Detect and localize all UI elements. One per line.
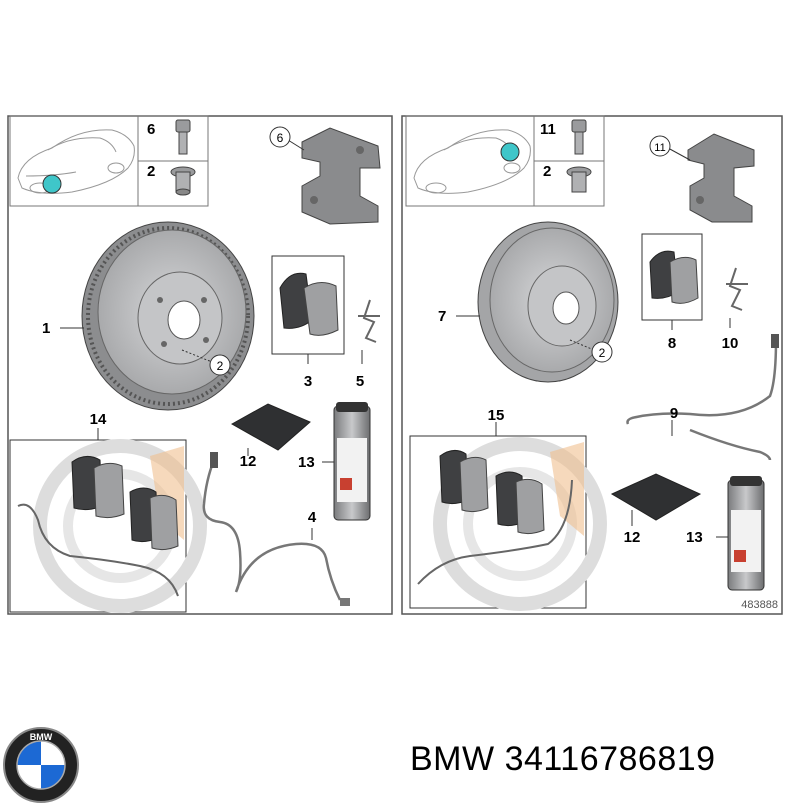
callout-bolt: 11 (540, 121, 556, 138)
svg-text:BMW: BMW (30, 732, 53, 742)
caliper-carrier: 11 (649, 133, 755, 223)
brake-pads: 3 (271, 255, 345, 390)
callout-caliper: 6 (277, 131, 284, 145)
callout-disc: 7 (438, 308, 446, 325)
cleaning-cloth: 12 (610, 473, 702, 546)
callout-spray: 13 (686, 529, 703, 546)
brand-name: BMW (410, 740, 495, 778)
car-icon (17, 129, 135, 194)
callout-pads: 8 (668, 335, 676, 352)
wear-sensor: 9 (626, 334, 779, 461)
callout-kit: 14 (90, 411, 107, 428)
spring-clip: 5 (356, 299, 380, 390)
callout-screw: 2 (147, 163, 155, 180)
spray-can: 13 (298, 402, 371, 521)
spray-can: 13 (686, 476, 765, 591)
brake-pads: 8 (641, 233, 703, 352)
callout-sensor: 9 (670, 405, 678, 422)
caliper-carrier: 6 (269, 126, 381, 225)
callout-cloth: 12 (240, 453, 257, 470)
wear-sensor: 4 (202, 452, 350, 606)
callout-disc-screw: 2 (217, 359, 224, 373)
parts-diagram: 6 2 6 (7, 115, 783, 615)
pad-kit: 14 (9, 411, 207, 613)
callout-cloth: 12 (624, 529, 641, 546)
callout-disc-screw: 2 (599, 346, 606, 360)
callout-pads: 3 (304, 373, 312, 390)
part-number: 34116786819 (504, 740, 716, 778)
location-marker-icon (42, 174, 62, 194)
callout-spring: 5 (356, 373, 364, 390)
callout-bolt: 6 (147, 121, 155, 138)
callout-kit: 15 (488, 407, 505, 424)
pad-kit: 15 (409, 407, 607, 611)
left-inset: 6 2 (9, 115, 209, 207)
brake-disc: 1 2 (42, 221, 255, 411)
bmw-logo: BMW (3, 727, 79, 803)
diagram-number: 483888 (741, 599, 778, 611)
callout-disc: 1 (42, 320, 50, 337)
brake-disc: 7 2 (438, 221, 619, 383)
callout-sensor: 4 (308, 509, 317, 526)
screw-icon (170, 166, 196, 196)
right-inset: 11 2 (405, 115, 605, 207)
callout-spring: 10 (722, 335, 739, 352)
car-icon (413, 129, 531, 194)
cleaning-cloth: 12 (230, 403, 311, 470)
callout-caliper: 11 (654, 142, 665, 154)
screw-icon (566, 166, 592, 193)
bolt-icon (175, 119, 191, 155)
spring-clip: 10 (722, 267, 748, 352)
location-marker-icon (500, 142, 520, 162)
right-panel: 11 2 11 7 2 (401, 115, 783, 615)
left-panel: 6 2 6 (7, 115, 393, 615)
callout-spray: 13 (298, 454, 315, 471)
callout-screw: 2 (543, 163, 551, 180)
bolt-icon (571, 119, 587, 155)
